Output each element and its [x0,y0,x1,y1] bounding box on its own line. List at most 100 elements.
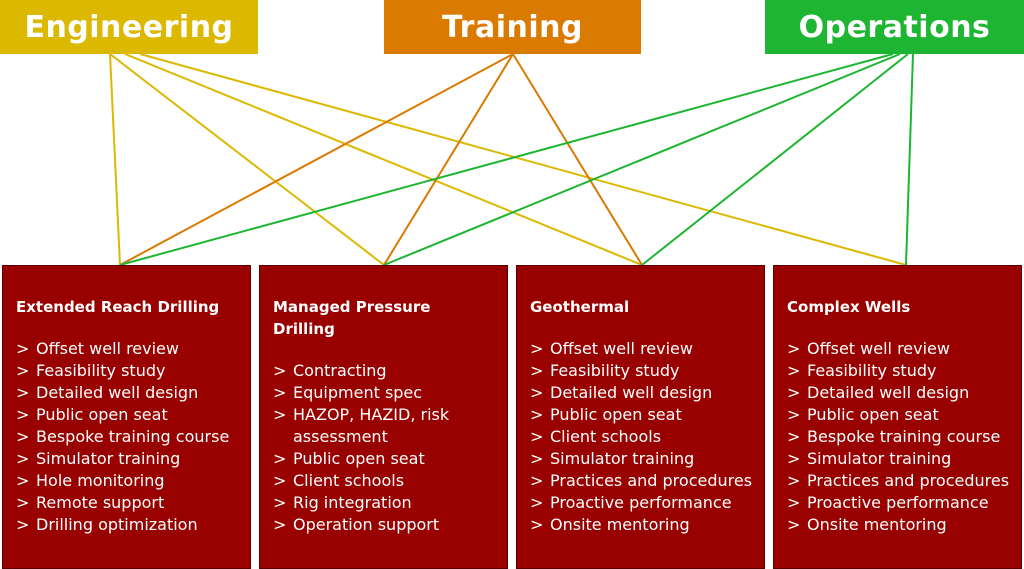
category-training-label: Training [442,9,583,45]
bullet-glyph: > [273,383,287,402]
item-label: Detailed well design [550,383,713,402]
list-item: > Simulator training [16,448,240,470]
line-training-mpd [383,53,514,266]
bullet-glyph: > [787,427,801,446]
bullet-glyph: > [787,493,801,512]
item-label: Public open seat [807,405,939,424]
bullet-glyph: > [16,493,30,512]
bullet-glyph: > [530,449,544,468]
item-label: Public open seat [36,405,168,424]
bullet-glyph: > [16,405,30,424]
bullet-glyph: > [787,449,801,468]
item-label: Feasibility study [550,361,680,380]
list-item: > Client schools [273,470,497,492]
service-list: >Offset well review >Feasibility study >… [530,338,754,536]
bullet-glyph: > [16,427,30,446]
bullet-glyph: > [16,471,30,490]
bullet-glyph: > [273,471,287,490]
bullet-glyph: > [530,471,544,490]
bullet-glyph: > [530,361,544,380]
list-item: >Hole monitoring [16,470,240,492]
item-label: Rig integration [293,493,412,512]
list-item: >Detailed well design [16,382,240,404]
card-managed-pressure-drilling: Managed Pressure Drilling >Contracting >… [259,265,508,569]
category-engineering-label: Engineering [24,9,234,45]
item-label: Simulator training [36,449,181,468]
line-operations-mpd [383,53,901,266]
list-item: >Offset well review [787,338,1011,360]
bullet-glyph: > [787,361,801,380]
line-engineering-erd [109,53,121,266]
item-label: Public open seat [550,405,682,424]
item-label: Detailed well design [807,383,970,402]
bullet-glyph: > [787,383,801,402]
list-item: >Practices and procedures [787,470,1011,492]
line-operations-geothermal [641,53,909,266]
list-item: > Feasibility study [530,360,754,382]
list-item: > Public open seat [530,404,754,426]
list-item: >Onsite mentoring [787,514,1011,536]
list-item: >Offset well review [530,338,754,360]
card-geothermal: Geothermal >Offset well review >Feasibil… [516,265,765,569]
item-label: Practices and procedures [807,471,1010,490]
bullet-glyph: > [273,361,287,380]
bullet-glyph: > [16,515,30,534]
list-item: > Detailed well design [787,382,1011,404]
list-item: >Proactive performance [787,492,1011,514]
bullet-glyph: > [16,383,30,402]
list-item: > Rig integration [273,492,497,514]
list-item: > Bespoke training course [787,426,1011,448]
bullet-glyph: > [530,427,544,446]
bullet-glyph: > [273,515,287,534]
line-engineering-complex [139,53,907,266]
bullet-glyph: > [273,449,287,468]
item-label: Remote support [36,493,165,512]
list-item: > Bespoke training course [16,426,240,448]
list-item: >Offset well review [16,338,240,360]
list-item: > Equipment spec [273,382,497,404]
bullet-glyph: > [16,449,30,468]
item-label: Practices and procedures [550,471,753,490]
item-label: Equipment spec [293,383,423,402]
item-label: Drilling optimization [36,515,198,534]
category-operations: Operations [765,0,1024,54]
item-label: Onsite mentoring [807,515,947,534]
bullet-glyph: > [273,405,287,424]
item-label: Feasibility study [36,361,166,380]
list-item: > Detailed well design [530,382,754,404]
list-item: > HAZOP, HAZID, risk assessment [273,404,497,448]
card-title: Complex Wells [787,298,911,316]
list-item: >Operation support [273,514,497,536]
line-operations-complex [905,53,914,266]
item-label: HAZOP, HAZID, risk assessment [293,405,450,446]
bullet-glyph: > [530,383,544,402]
item-label: Client schools [293,471,405,490]
list-item: > Feasibility study [787,360,1011,382]
list-item: > Practices and procedures [530,470,754,492]
item-label: Client schools [550,427,662,446]
category-operations-label: Operations [798,9,991,45]
item-label: Public open seat [293,449,425,468]
bullet-glyph: > [530,405,544,424]
item-label: Bespoke training course [807,427,1001,446]
bullet-glyph: > [16,361,30,380]
bullet-glyph: > [530,515,544,534]
list-item: >Onsite mentoring [530,514,754,536]
line-training-geothermal [512,53,643,266]
list-item: > Public open seat [16,404,240,426]
list-item: > Drilling optimization [16,514,240,536]
item-label: Bespoke training course [36,427,230,446]
list-item: > Public open seat [273,448,497,470]
line-engineering-mpd [109,53,385,266]
item-label: Offset well review [550,339,693,358]
category-engineering: Engineering [0,0,258,54]
line-training-erd [119,53,514,266]
item-label: Simulator training [550,449,695,468]
item-label: Feasibility study [807,361,937,380]
list-item: >Proactive performance [530,492,754,514]
category-training: Training [384,0,641,54]
bullet-glyph: > [530,493,544,512]
bullet-glyph: > [273,493,287,512]
list-item: >Public open seat [787,404,1011,426]
list-item: > Feasibility study [16,360,240,382]
